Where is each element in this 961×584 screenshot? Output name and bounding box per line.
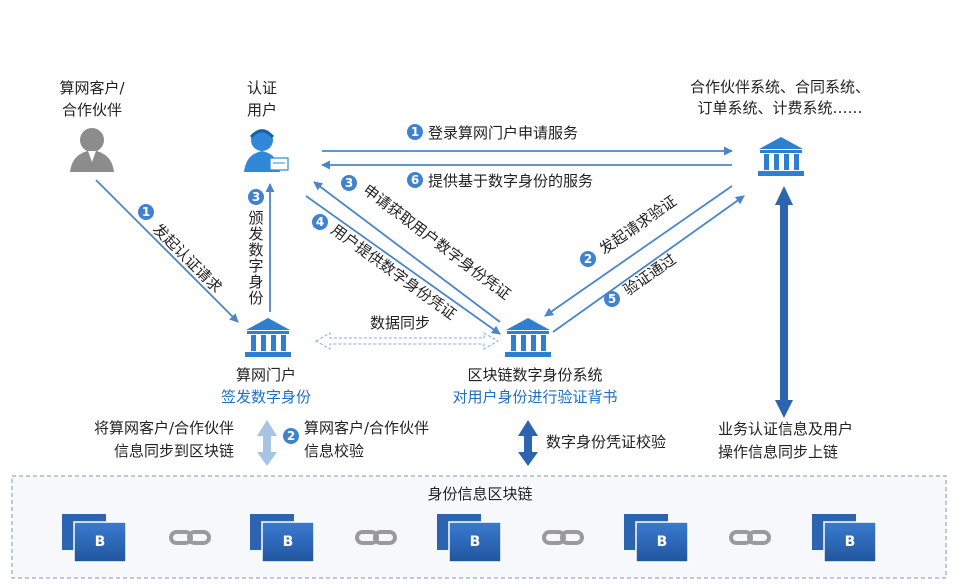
step-badge-apply-credential <box>341 175 357 191</box>
block-2-label: B <box>283 534 294 550</box>
portal-sync-line1: 将算网客户/合作伙伴 <box>94 419 234 437</box>
step-num-verify-pass: 5 <box>608 292 616 306</box>
cert-user-person-icon <box>244 129 289 172</box>
cert-user-label-line1: 认证 <box>247 79 277 97</box>
data-sync-label: 数据同步 <box>370 314 430 332</box>
arrow-verify-pass <box>552 195 745 333</box>
block-3-label: B <box>470 534 481 550</box>
step-label-initiate-auth: 发起认证请求 <box>149 220 225 296</box>
cert-user-label-line2: 用户 <box>247 101 277 119</box>
partner-systems-label-line2: 订单系统、计费系统…… <box>697 99 862 117</box>
portal-bank-icon <box>245 318 291 357</box>
step-num-provide-credential: 4 <box>316 215 324 229</box>
step-label-provide-service: 提供基于数字身份的服务 <box>428 172 593 190</box>
customer-person-icon <box>70 128 114 172</box>
step-label-login: 登录算网门户申请服务 <box>428 124 578 142</box>
partner-systems-bank-icon <box>758 137 804 176</box>
issue-identity-char-4: 字 <box>248 257 263 275</box>
info-check-line1: 算网客户/合作伙伴 <box>304 419 429 437</box>
business-sync-line1: 业务认证信息及用户 <box>718 420 853 438</box>
step-num-login: 1 <box>411 125 419 139</box>
step-label-request-verify: 发起请求验证 <box>596 192 680 258</box>
issue-identity-char-1: 颁 <box>248 209 263 227</box>
info-check-line2: 信息校验 <box>304 442 364 460</box>
step-badge-provide-service <box>407 172 423 188</box>
blockchain-title: 身份信息区块链 <box>427 485 532 503</box>
business-sync-line2: 操作信息同步上链 <box>718 443 838 461</box>
credential-check-label: 数字身份凭证校验 <box>546 433 666 451</box>
step-badge-initiate-auth <box>138 204 154 220</box>
step-badge-verify-pass <box>604 291 620 307</box>
portal-sync-double-arrow <box>257 420 277 466</box>
did-system-name: 区块链数字身份系统 <box>467 366 602 384</box>
issue-identity-char-5: 身 <box>248 273 263 291</box>
customer-label-line1: 算网客户/ <box>59 79 125 97</box>
block-5-label: B <box>845 534 856 550</box>
step-badge-login <box>407 124 423 140</box>
portal-sync-line2: 信息同步到区块链 <box>114 442 234 460</box>
step-badge-provide-credential <box>312 214 328 230</box>
block-1-label: B <box>95 534 106 550</box>
arrow-provide-credential <box>305 195 501 335</box>
portal-name: 算网门户 <box>236 366 296 384</box>
business-sync-double-arrow <box>775 186 793 418</box>
issue-identity-char-2: 发 <box>248 225 263 243</box>
data-sync-double-arrow <box>314 332 500 350</box>
step-num-info-check: 2 <box>287 429 295 443</box>
step-label-apply-credential: 申请获取用户数字身份凭证 <box>360 181 515 304</box>
step-num-apply-credential: 3 <box>345 176 353 190</box>
step-num-initiate-auth: 1 <box>142 205 150 219</box>
step-num-issue-identity: 3 <box>252 190 260 204</box>
issue-identity-char-3: 数 <box>248 241 263 259</box>
step-num-provide-service: 6 <box>411 173 419 187</box>
arrow-initiate-auth <box>95 179 239 323</box>
block-4-label: B <box>657 534 668 550</box>
step-badge-info-check <box>283 428 299 444</box>
customer-label-line2: 合作伙伴 <box>62 101 122 119</box>
partner-systems-label-line1: 合作伙伴系统、合同系统、 <box>690 78 870 96</box>
issue-identity-char-6: 份 <box>248 289 263 307</box>
portal-role: 签发数字身份 <box>221 388 311 406</box>
credential-check-double-arrow <box>518 420 538 466</box>
step-badge-request-verify <box>580 251 596 267</box>
did-system-bank-icon <box>505 318 551 357</box>
step-num-request-verify: 2 <box>584 252 592 266</box>
did-system-role: 对用户身份进行验证背书 <box>452 388 617 406</box>
arrow-request-verify <box>544 185 733 317</box>
step-badge-issue-identity <box>248 189 264 205</box>
arrow-apply-credential <box>313 181 501 323</box>
